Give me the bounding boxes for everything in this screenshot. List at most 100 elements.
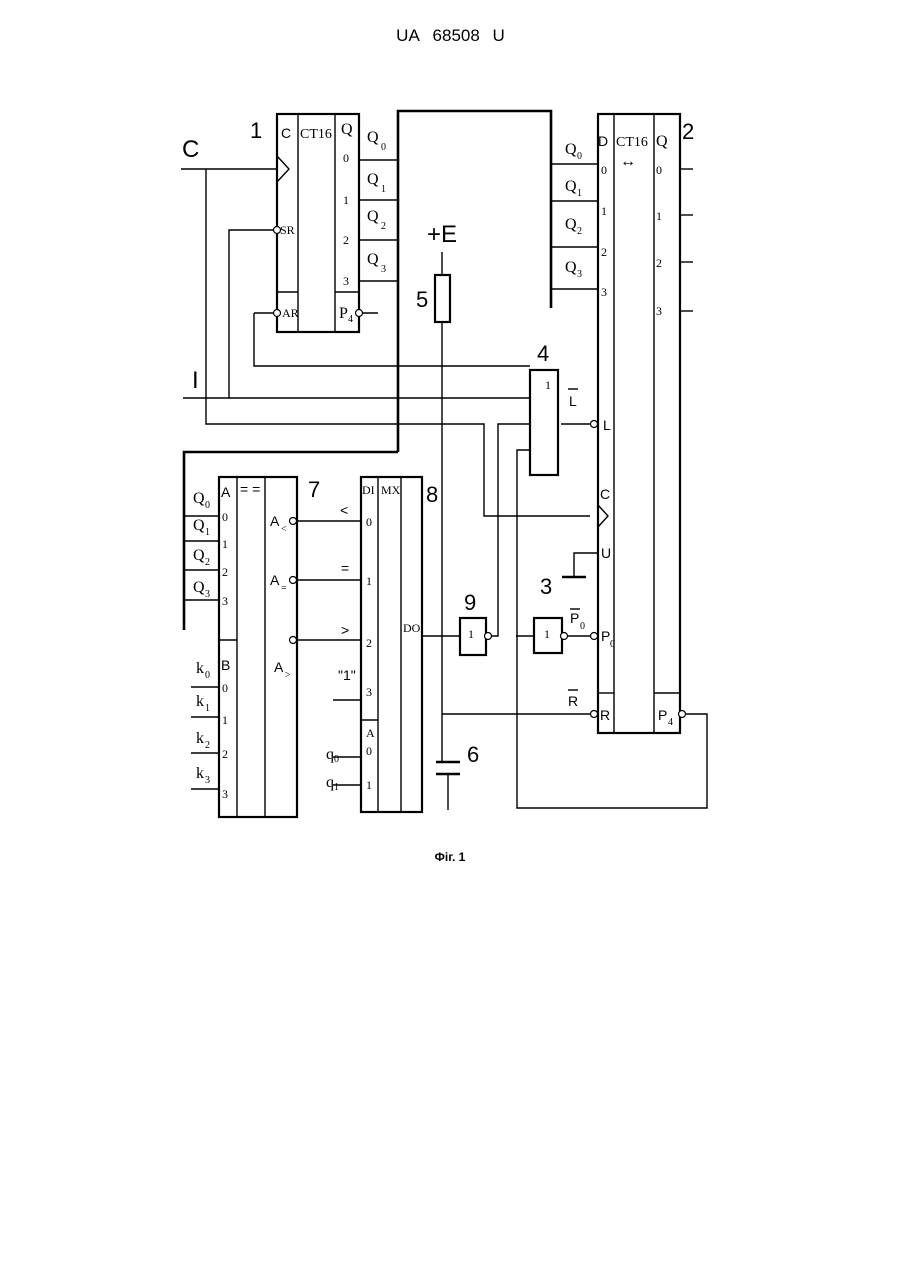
- svg-text:MX: MX: [381, 483, 401, 497]
- label-4: 4: [537, 341, 549, 366]
- svg-text:3: 3: [381, 264, 386, 275]
- svg-text:Q: Q: [565, 216, 577, 233]
- reset-label: R: [568, 693, 578, 709]
- figure-caption: Фіг. 1: [435, 850, 466, 864]
- mux-8: DI MX DO A 0 1 2 3 0 1 < = > "1" q0 q1: [326, 477, 422, 812]
- svg-text:Q: Q: [565, 259, 577, 276]
- svg-text:D: D: [598, 133, 608, 149]
- svg-text:1: 1: [343, 193, 349, 207]
- svg-text:3: 3: [656, 304, 662, 318]
- svg-text:0: 0: [656, 163, 662, 177]
- r-bubble: [591, 711, 598, 718]
- svg-text:A: A: [270, 513, 280, 529]
- svg-text:=: =: [341, 560, 349, 576]
- svg-text:3: 3: [577, 269, 582, 280]
- c1-title: CT16: [300, 127, 332, 142]
- svg-text:R: R: [600, 707, 610, 723]
- svg-text:1: 1: [222, 713, 228, 727]
- svg-text:1: 1: [601, 204, 607, 218]
- gate-3: 1 P 0: [534, 609, 585, 653]
- svg-text:1: 1: [222, 537, 228, 551]
- svg-text:Q: Q: [193, 547, 205, 564]
- label-1: 1: [250, 118, 262, 143]
- svg-text:L: L: [603, 417, 611, 433]
- svg-text:q: q: [326, 746, 334, 763]
- svg-text:1: 1: [205, 527, 210, 538]
- svg-text:k: k: [196, 660, 204, 677]
- svg-text:0: 0: [205, 500, 210, 511]
- svg-text:2: 2: [343, 233, 349, 247]
- svg-text:B: B: [221, 657, 230, 673]
- wire-gate9-to-or4: [490, 424, 530, 636]
- svg-text:<: <: [340, 502, 348, 518]
- svg-text:4: 4: [348, 314, 353, 325]
- c1-pin-ar: AR: [282, 306, 299, 320]
- svg-text:Q: Q: [367, 251, 379, 268]
- gate-9: 1: [460, 618, 492, 655]
- svg-text:Q: Q: [193, 490, 205, 507]
- label-3: 3: [540, 574, 552, 599]
- svg-text:DO: DO: [403, 621, 421, 635]
- svg-text:2: 2: [205, 740, 210, 751]
- svg-text:P: P: [570, 610, 579, 626]
- label-8: 8: [426, 482, 438, 507]
- svg-text:2: 2: [656, 256, 662, 270]
- svg-text:Q: Q: [367, 171, 379, 188]
- svg-text:2: 2: [222, 565, 228, 579]
- svg-text:Q: Q: [656, 133, 668, 150]
- signal-i: I: [192, 367, 199, 394]
- p4-bubble-1: [356, 310, 363, 317]
- svg-text:= =: = =: [240, 481, 260, 497]
- svg-text:1: 1: [205, 703, 210, 714]
- svg-text:C: C: [600, 486, 610, 502]
- svg-text:3: 3: [601, 285, 607, 299]
- c1-q-header: Q: [341, 121, 353, 138]
- svg-text:A: A: [274, 659, 284, 675]
- c1-carry: P: [339, 305, 348, 322]
- wire-i-to-sr: [229, 230, 275, 398]
- svg-text:2: 2: [577, 226, 582, 237]
- svg-text:3: 3: [222, 594, 228, 608]
- bidirectional-arrow: ↔: [620, 153, 636, 170]
- svg-text:2: 2: [381, 221, 386, 232]
- svg-text:"1": "1": [338, 667, 356, 683]
- svg-text:=: =: [281, 583, 287, 594]
- svg-text:3: 3: [205, 775, 210, 786]
- ar-bubble: [274, 310, 281, 317]
- svg-text:0: 0: [222, 681, 228, 695]
- svg-text:>: >: [341, 622, 349, 638]
- signal-c: C: [182, 136, 199, 163]
- svg-text:1: 1: [577, 188, 582, 199]
- svg-text:1: 1: [366, 778, 372, 792]
- svg-text:2: 2: [205, 557, 210, 568]
- svg-text:0: 0: [577, 151, 582, 162]
- svg-text:P: P: [658, 707, 667, 723]
- svg-text:A: A: [221, 484, 231, 500]
- svg-text:2: 2: [366, 636, 372, 650]
- svg-text:3: 3: [222, 787, 228, 801]
- svg-text:0: 0: [580, 621, 585, 632]
- label-5: 5: [416, 287, 428, 312]
- svg-text:3: 3: [366, 685, 372, 699]
- svg-text:0: 0: [601, 163, 607, 177]
- l-bubble: [591, 421, 598, 428]
- svg-text:k: k: [196, 693, 204, 710]
- svg-text:0: 0: [381, 142, 386, 153]
- svg-text:3: 3: [343, 274, 349, 288]
- svg-text:1: 1: [545, 378, 551, 392]
- comparator-7: A = = 0 1 2 3 B 0 1 2 3 Q0 Q1 Q2 Q3 k0 k…: [193, 477, 297, 817]
- svg-text:4: 4: [668, 717, 673, 728]
- svg-text:0: 0: [366, 515, 372, 529]
- svg-text:L: L: [569, 393, 577, 409]
- svg-text:2: 2: [601, 245, 607, 259]
- svg-text:2: 2: [222, 747, 228, 761]
- svg-text:1: 1: [334, 782, 339, 793]
- svg-text:DI: DI: [362, 483, 375, 497]
- svg-text:1: 1: [366, 574, 372, 588]
- svg-text:k: k: [196, 765, 204, 782]
- svg-text:A: A: [366, 726, 375, 740]
- svg-text:3: 3: [205, 589, 210, 600]
- svg-text:Q: Q: [565, 178, 577, 195]
- svg-text:>: >: [285, 670, 291, 681]
